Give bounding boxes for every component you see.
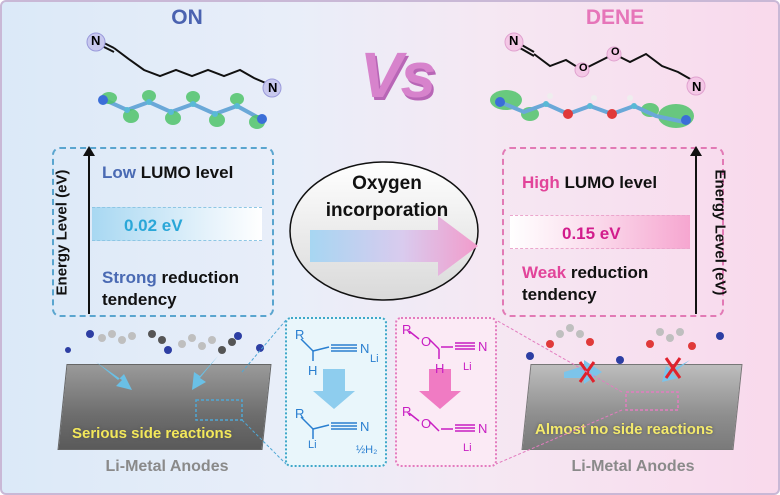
dene-anode-caption: Li-Metal Anodes xyxy=(571,458,695,475)
vs-label: Vs xyxy=(359,39,436,111)
dene-mech-h: H xyxy=(435,361,445,376)
dene-mechanism-drawing xyxy=(408,330,475,432)
blocked-x-right xyxy=(664,357,682,379)
dene-orbital-model xyxy=(490,90,694,128)
dene-reduction-text: reduction xyxy=(570,263,649,282)
dene-mech-li-top: Li xyxy=(463,361,472,373)
dene-mech-o: O xyxy=(421,334,432,349)
on-mech-r2: R xyxy=(295,406,305,421)
dene-lumo-text: LUMO level xyxy=(564,173,658,192)
on-orbital-model xyxy=(98,90,267,129)
on-mechanism-drawing xyxy=(300,338,357,439)
on-title: ON xyxy=(171,6,203,29)
dene-n-left: N xyxy=(509,33,519,48)
dene-o1: O xyxy=(579,62,588,74)
on-strong-keyword: Strong xyxy=(102,268,157,287)
on-molecule xyxy=(86,32,282,98)
on-mech-r: R xyxy=(295,327,305,342)
oxygen-line1: Oxygen xyxy=(352,173,422,194)
dene-tendency-text: tendency xyxy=(522,285,597,304)
dene-mech-n: N xyxy=(478,339,488,354)
on-reduction-label: Strong reduction tendency xyxy=(102,267,239,311)
dene-weak-keyword: Weak xyxy=(522,263,567,282)
on-attack-arrows xyxy=(96,356,243,421)
on-low-keyword: Low xyxy=(102,163,136,182)
on-n-left: N xyxy=(91,33,101,48)
on-mech-n2: N xyxy=(360,419,370,434)
oxygen-arrow-shape xyxy=(310,216,478,276)
dene-molecule xyxy=(504,32,706,96)
dene-o2: O xyxy=(611,46,620,58)
dene-lumo-label: High LUMO level xyxy=(522,173,657,193)
on-energy-axis xyxy=(88,154,90,314)
on-molecules-above-anode xyxy=(65,330,264,354)
dene-reduction-label: Weak reduction tendency xyxy=(522,262,648,306)
dene-energy-value: 0.15 eV xyxy=(562,224,621,243)
dene-mech-li-bottom: Li xyxy=(463,442,472,454)
on-reduction-text: reduction xyxy=(161,268,239,287)
dene-energy-axis xyxy=(695,154,697,314)
dene-high-keyword: High xyxy=(522,173,560,192)
dene-mech-n2: N xyxy=(478,421,488,436)
dene-energy-box xyxy=(502,147,724,317)
dene-title: DENE xyxy=(585,6,645,29)
on-energy-value: 0.02 eV xyxy=(124,216,183,235)
on-mech-h2: ½H₂ xyxy=(356,444,378,456)
on-tendency-text: tendency xyxy=(102,290,177,309)
dene-n-right: N xyxy=(692,79,702,94)
on-mech-li-bottom: Li xyxy=(308,439,317,451)
on-lumo-text: LUMO level xyxy=(140,163,234,182)
on-side-reactions: Serious side reactions xyxy=(72,425,233,442)
dene-mech-o2: O xyxy=(421,416,432,431)
oxygen-oval xyxy=(289,161,479,301)
dene-mech-r: R xyxy=(402,322,412,337)
on-n-right: N xyxy=(268,80,278,95)
dene-blocked-arrows xyxy=(564,357,690,411)
oxygen-text: Oxygen incorporation xyxy=(292,170,482,224)
oxygen-line2: incorporation xyxy=(325,200,449,221)
on-mech-h: H xyxy=(308,363,318,378)
on-energy-gap-bar xyxy=(92,207,262,241)
on-energy-box xyxy=(52,147,274,317)
dene-mech-r2: R xyxy=(402,404,412,419)
on-mech-n: N xyxy=(360,341,370,356)
dene-axis-arrow xyxy=(690,146,702,156)
on-mech-li-top: Li xyxy=(370,353,379,365)
on-lumo-label: Low LUMO level xyxy=(102,163,233,183)
dene-side-reactions: Almost no side reactions xyxy=(535,421,714,438)
on-axis-arrow xyxy=(83,146,95,156)
on-anode-caption: Li-Metal Anodes xyxy=(105,458,229,475)
dene-energy-gap-bar xyxy=(510,215,690,249)
dene-molecules-above-anode xyxy=(526,324,724,364)
